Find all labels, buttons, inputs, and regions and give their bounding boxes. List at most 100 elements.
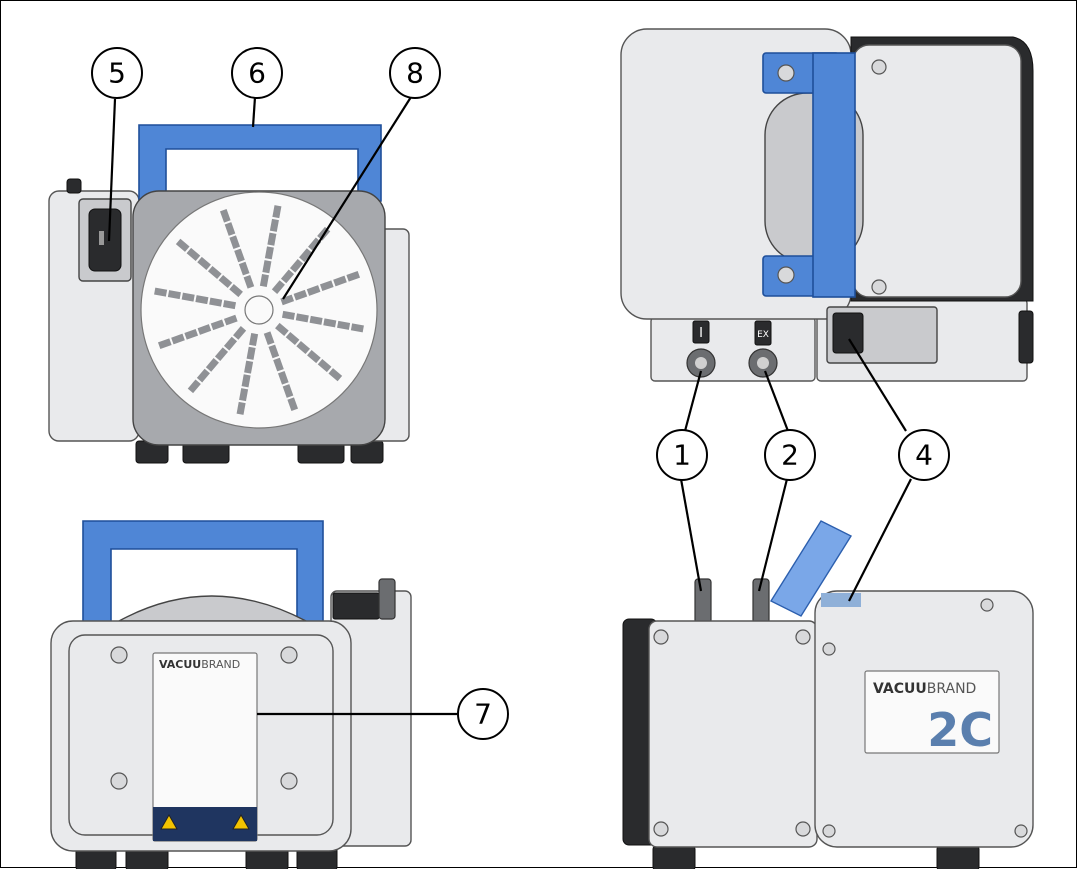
callout-7: 7 [457,688,509,740]
fan-slot [224,222,236,236]
fan-slots [154,205,364,415]
view-front: VACUUBRAND [50,520,412,869]
fan-slot [243,274,255,289]
screw [653,821,669,837]
callout-1: 1 [656,429,708,481]
screw [1014,824,1028,838]
view-top: I EX [620,28,1034,382]
callout-6: 6 [231,47,283,99]
screw [110,646,128,664]
brand-plate-brand: VACUUBRAND [873,681,976,697]
callout-2: 2 [764,429,816,481]
fan-slot [167,290,181,300]
fan-slot [219,208,231,223]
fan-slot [296,340,311,355]
leader-8 [282,96,412,300]
power-inlet-socket [88,208,122,272]
fan-slot [249,332,259,347]
port-panel [650,316,816,382]
hose-nozzle [378,578,396,620]
screw [777,266,795,284]
fan-slot [197,324,212,335]
fan-slot [187,379,201,394]
fan-slot [323,318,337,328]
fan-slot [280,294,295,306]
fan-slot [196,368,210,383]
model-label: 2C [927,703,993,757]
fan-slot [229,284,243,298]
fan-slot [275,322,289,336]
screw [871,279,887,295]
screw [980,598,994,612]
fan-slot [319,280,334,292]
leader-2b [757,478,789,592]
leader-1a [683,370,703,432]
fan-slot [285,331,300,346]
leader-6 [251,96,257,128]
screw [795,629,811,645]
fan-slot [154,287,168,297]
side-connector [332,592,380,620]
fan-slot [223,314,238,326]
svg-text:1: 1 [673,439,691,472]
fan-slot [264,246,274,260]
pump-head-block [648,620,818,848]
power-inlet-pin [99,231,104,245]
fan-slot [244,360,254,374]
brand-plate [864,670,1000,754]
leader-4b [848,478,912,602]
fan-slot [181,292,195,302]
fan-slot [218,274,233,289]
inlet-nozzle [694,578,712,624]
svg-text:4: 4 [915,439,933,472]
fan-slot [280,269,295,284]
fan-slot [350,323,364,333]
side-cap [1018,310,1034,364]
fan-slot [259,273,269,288]
svg-text:7: 7 [474,698,492,731]
inlet-label [692,320,710,344]
exhaust-mark: EX [757,330,769,340]
fan-hump [118,595,307,622]
fan-slot [308,237,322,252]
fan-slot [209,297,223,307]
fan-slot [229,235,241,250]
fan-slot [337,320,351,330]
fan-slot [346,270,361,282]
svg-text:6: 6 [248,57,266,90]
fan-slot [210,319,225,331]
screw [795,821,811,837]
foot [936,845,980,869]
fan-slot [263,331,275,346]
rating-plate-brand: VACUUBRAND [159,658,240,671]
fan-slot [328,368,343,382]
inlet-mark: I [699,326,703,341]
screw [280,772,298,790]
view-rear-fan [48,124,410,464]
fan-slot [306,285,321,296]
fan-slot [277,370,289,385]
fan-slot [267,232,277,246]
fan-slot [186,247,201,261]
exhaust-port-bore [757,357,769,369]
exhaust-label [754,320,772,346]
fan-slot [157,338,172,350]
fan-slot [214,347,229,362]
foot [652,845,696,869]
fan-slot [307,350,321,364]
callout-8: 8 [389,47,441,99]
fan-slot [281,310,296,320]
fan-slot [184,328,199,340]
fan-slot [273,357,284,372]
inlet-port-bore [695,357,707,369]
screw [822,642,836,656]
power-switch [832,312,864,354]
warning-icon [160,813,178,830]
leader-2a [763,370,790,432]
fan-slot [287,397,299,412]
fan-slot [207,265,222,280]
fan-slot [233,326,247,340]
fan-slot [269,218,279,232]
fan-slot [236,401,246,415]
carry-handle [769,520,853,617]
